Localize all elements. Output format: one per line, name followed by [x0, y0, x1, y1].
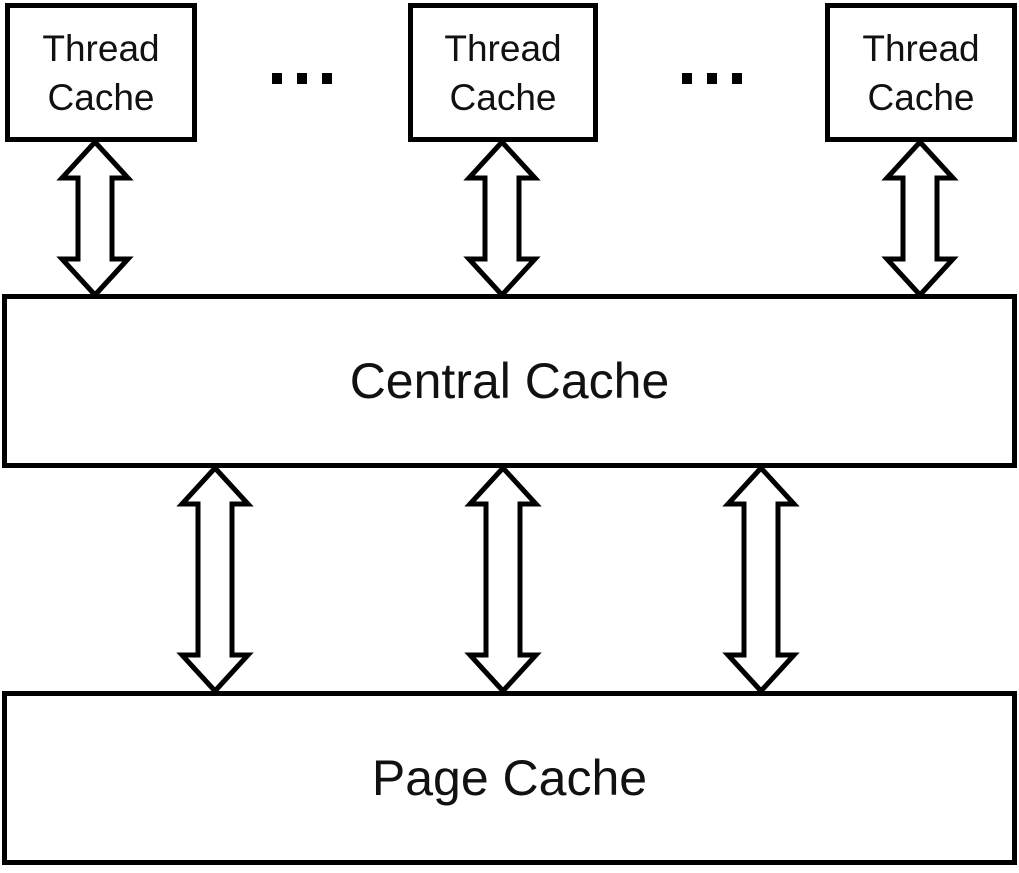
ellipsis-dot — [322, 73, 332, 84]
bidirectional-arrow-icon — [56, 138, 134, 299]
thread-cache-box-3: Thread Cache — [825, 3, 1017, 142]
central-cache-label: Central Cache — [349, 353, 670, 409]
thread-cache-box-2: Thread Cache — [408, 3, 598, 142]
ellipsis-right — [682, 73, 742, 84]
thread-cache-label: Thread Cache — [862, 27, 980, 118]
bidirectional-arrow-icon — [881, 138, 959, 299]
bidirectional-arrow-icon — [463, 138, 541, 299]
bidirectional-arrow-icon — [464, 464, 542, 695]
thread-cache-label: Thread Cache — [444, 27, 562, 118]
ellipsis-dot — [297, 73, 307, 84]
thread-cache-label: Thread Cache — [42, 27, 160, 118]
bidirectional-arrow-icon — [722, 464, 800, 695]
ellipsis-dot — [682, 73, 692, 84]
page-cache-box: Page Cache — [2, 691, 1017, 865]
ellipsis-dot — [272, 73, 282, 84]
ellipsis-left — [272, 73, 332, 84]
ellipsis-dot — [732, 73, 742, 84]
bidirectional-arrow-icon — [176, 464, 254, 695]
central-cache-box: Central Cache — [2, 294, 1017, 468]
thread-cache-box-1: Thread Cache — [5, 3, 197, 142]
page-cache-label: Page Cache — [371, 750, 648, 806]
ellipsis-dot — [707, 73, 717, 84]
